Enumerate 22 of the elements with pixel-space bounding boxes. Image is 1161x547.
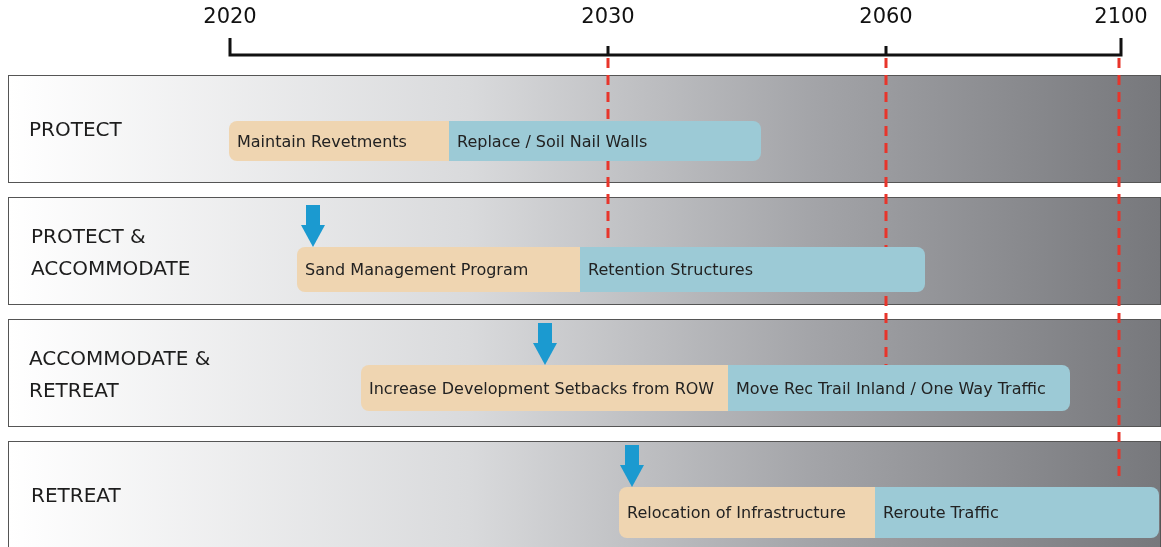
year-label: 2100	[1094, 4, 1148, 28]
near-term-action-bar: Relocation of Infrastructure	[619, 487, 875, 538]
long-term-action-bar: Retention Structures	[580, 247, 925, 292]
long-term-action-bar: Reroute Traffic	[875, 487, 1159, 538]
strategy-band	[8, 75, 1161, 183]
band-heading: PROTECT & ACCOMMODATE	[31, 223, 192, 282]
year-label: 2060	[859, 4, 913, 28]
near-term-action-bar: Maintain Revetments	[229, 121, 449, 161]
strategy-band	[8, 197, 1161, 305]
year-label: 2030	[581, 4, 635, 28]
down-arrow	[533, 323, 557, 365]
year-label: 2020	[203, 4, 257, 28]
strategy-band	[8, 319, 1161, 427]
strategy-band	[8, 441, 1161, 547]
band-heading: ACCOMMODATE & RETREAT	[29, 345, 212, 404]
down-arrow	[301, 205, 325, 247]
band-heading: RETREAT	[31, 482, 122, 509]
near-term-action-bar: Sand Management Program	[297, 247, 580, 292]
near-term-action-bar: Increase Development Setbacks from ROW	[361, 365, 728, 411]
down-arrow	[620, 445, 644, 487]
long-term-action-bar: Move Rec Trail Inland / One Way Traffic	[728, 365, 1070, 411]
long-term-action-bar: Replace / Soil Nail Walls	[449, 121, 761, 161]
